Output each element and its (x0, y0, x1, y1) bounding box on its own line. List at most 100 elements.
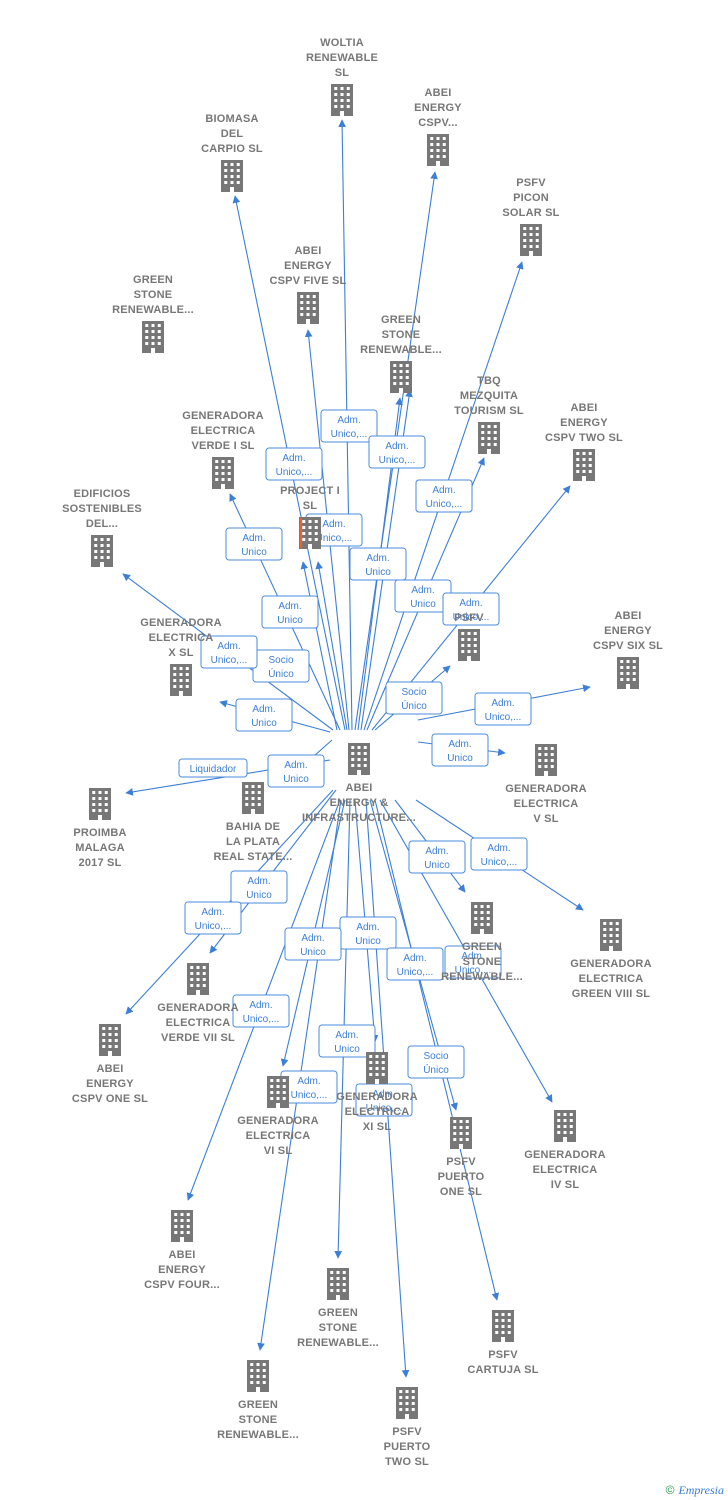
edge-label-text: Unico (424, 860, 450, 871)
building-icon (142, 321, 164, 353)
edge-label-text: Unico,... (426, 499, 463, 510)
company-node-edificios[interactable]: EDIFICIOSSOSTENIBLESDEL... (62, 488, 142, 567)
node-label-line: ENERGY (604, 625, 652, 637)
node-label-line: ENERGY (158, 1264, 206, 1276)
edge-label-text: Unico (277, 615, 303, 626)
edge-label-box (385, 681, 443, 715)
building-icon (617, 657, 639, 689)
company-node-green-stone-5[interactable]: GREENSTONERENEWABLE... (217, 1360, 299, 1441)
edge-role-label[interactable]: Liquidador (178, 758, 248, 778)
node-label-line: BIOMASA (205, 113, 258, 125)
node-label-line: GENERADORA (140, 617, 221, 629)
edge-role-label[interactable]: Adm.Unico,... (232, 994, 290, 1028)
node-label-line: PICON (513, 192, 549, 204)
edge-role-label[interactable]: Adm.Unico,... (265, 447, 323, 481)
building-icon (471, 902, 493, 934)
edge-role-label[interactable]: Adm.Unico,... (386, 947, 444, 981)
company-node-project-1[interactable]: PROJECT ISL (280, 485, 340, 549)
edge-label-text: Socio (423, 1051, 448, 1062)
company-node-green-stone-1[interactable]: GREENSTONERENEWABLE... (112, 274, 194, 353)
edge-label-text: Unico (241, 547, 267, 558)
edge-label-text: Adm. (284, 760, 307, 771)
company-node-psfv-mid[interactable]: PSFV (454, 612, 484, 661)
edge-role-label[interactable]: Adm.Unico,... (184, 901, 242, 935)
edge-role-label[interactable]: Adm.Unico (349, 547, 407, 581)
node-label-line: ELECTRICA (246, 1130, 311, 1142)
edge-role-label[interactable]: Adm.Unico (235, 698, 293, 732)
node-label-line: CSPV ONE SL (72, 1093, 148, 1105)
edge-role-label[interactable]: Adm.Unico,... (355, 1083, 413, 1117)
edge-label-box (474, 692, 532, 726)
edge-role-label[interactable]: Adm.Unico,... (470, 837, 528, 871)
building-icon (99, 1024, 121, 1056)
node-label-line: GENERADORA (237, 1115, 318, 1127)
footer-brand[interactable]: ©Empresia (666, 1483, 724, 1498)
building-icon (247, 1360, 269, 1392)
company-node-green-stone-2[interactable]: GREENSTONERENEWABLE... (360, 314, 442, 393)
edge-role-label[interactable]: Adm.Unico (225, 527, 283, 561)
node-label-line: ELECTRICA (345, 1106, 410, 1118)
edge-role-label[interactable]: Adm.Unico (267, 754, 325, 788)
edge-role-label[interactable]: Adm.Unico,... (368, 435, 426, 469)
edge-role-label[interactable]: Adm.Unico (284, 927, 342, 961)
edge-label-text: Adm. (217, 641, 240, 652)
edge-label-text: Adm. (282, 453, 305, 464)
edge-role-label[interactable]: Adm.Unico,... (320, 409, 378, 443)
building-icon (520, 224, 542, 256)
edge-label-box (265, 447, 323, 481)
edge-role-label[interactable]: Adm.Unico (261, 595, 319, 629)
edge-role-label[interactable]: Adm.Unico (431, 733, 489, 767)
node-label-line: ELECTRICA (514, 798, 579, 810)
edge-role-label[interactable]: Adm.Unico (318, 1024, 376, 1058)
edge-role-label[interactable]: Adm.Unico,... (415, 479, 473, 513)
edge-label-text: Unico (300, 947, 326, 958)
building-icon (221, 160, 243, 192)
company-node-green-stone-3[interactable]: GREENSTONERENEWABLE... (441, 902, 523, 983)
edge-role-label[interactable]: Adm.Unico (339, 916, 397, 950)
node-label-line: VERDE VII SL (161, 1032, 235, 1044)
node-label-line: ELECTRICA (191, 425, 256, 437)
edge-role-label[interactable]: Adm.Unico,... (444, 945, 502, 979)
company-node-green-stone-4[interactable]: GREENSTONERENEWABLE... (297, 1268, 379, 1349)
edge-role-label[interactable]: Adm.Unico (408, 840, 466, 874)
edge-role-label[interactable]: Adm.Unico,... (474, 692, 532, 726)
node-label-line: IV SL (551, 1179, 580, 1191)
edge-label-box (407, 1045, 465, 1079)
edge-label-box (178, 758, 248, 778)
edge-role-label[interactable]: Adm.Unico,... (442, 592, 500, 626)
node-label-line: CSPV TWO SL (545, 432, 623, 444)
edge-label-box (320, 409, 378, 443)
building-icon (450, 1117, 472, 1149)
edge-role-label[interactable]: Adm.Unico (230, 870, 288, 904)
edge-role-label[interactable]: Adm.Unico,... (280, 1070, 338, 1104)
edge-role-label[interactable]: Adm.Unico,... (200, 635, 258, 669)
company-node-abei-cspv-top[interactable]: ABEIENERGYCSPV... (414, 87, 462, 166)
node-label-line: LA PLATA (226, 836, 280, 848)
